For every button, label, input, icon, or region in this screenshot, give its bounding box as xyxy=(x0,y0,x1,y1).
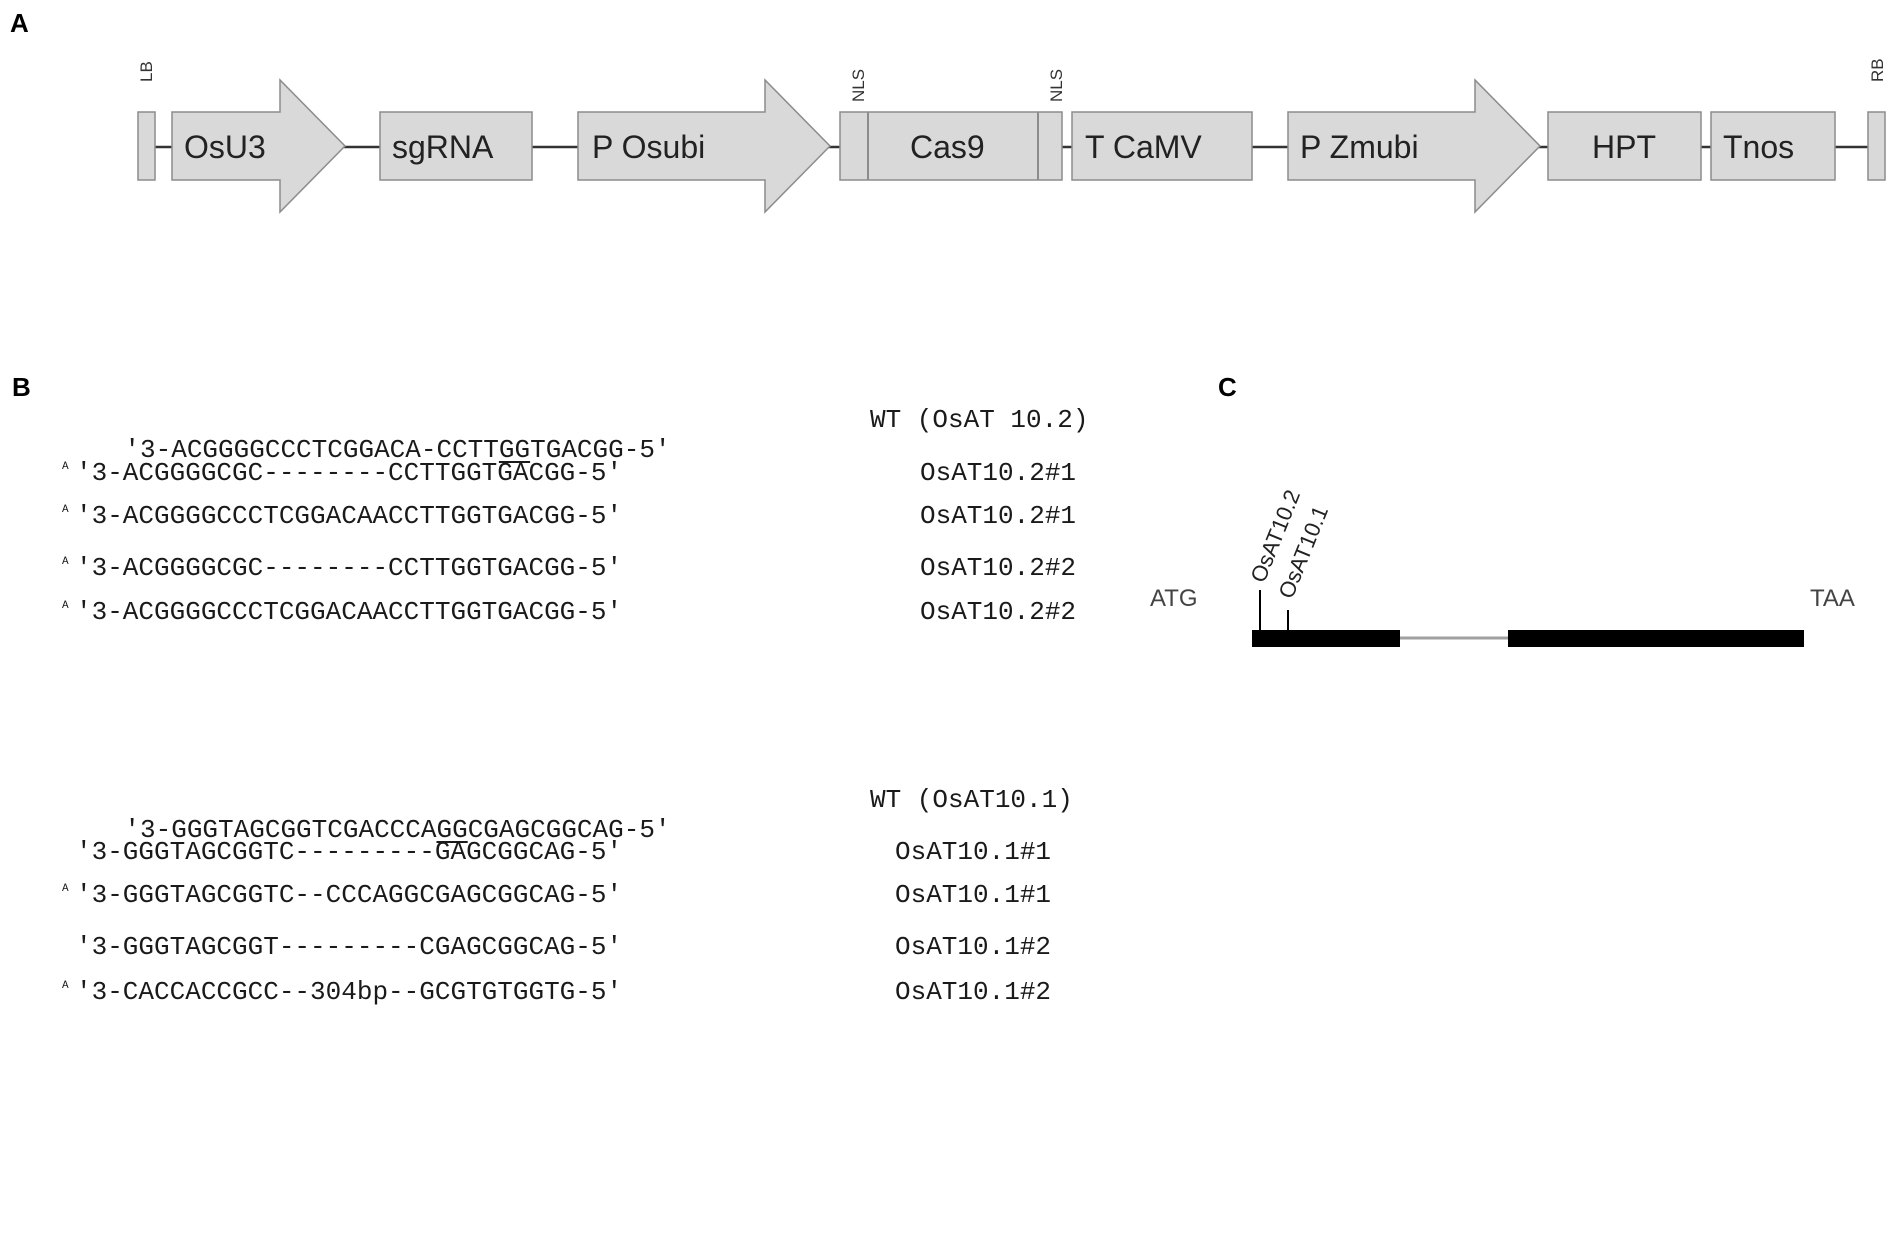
sequence-text: '3-ACGGGGCGC--------CCTTGGTGACGG-5' xyxy=(76,553,623,583)
wt-seq-post: CGAGCGGCAG-5' xyxy=(467,815,671,845)
exon-1 xyxy=(1252,630,1400,647)
sequence-text: '3-GGGTAGCGGTC---------GAGCGGCAG-5' xyxy=(76,837,623,867)
allele-mark: A xyxy=(62,556,69,568)
panel-label-a: A xyxy=(10,8,29,38)
panel-label-c: C xyxy=(1218,372,1237,402)
allele-mark: A xyxy=(62,461,69,473)
wt-sequence-row: '3-ACGGGGCCCTCGGACA-CCTTGGTGACGG-5' xyxy=(62,405,671,495)
lb-border xyxy=(137,111,156,181)
wt-seq-pre: '3-ACGGGGCCCTCGGACA-CCTT xyxy=(124,435,499,465)
sequence-text: '3-GGGTAGCGGT---------CGAGCGGCAG-5' xyxy=(76,932,623,962)
cas9-box xyxy=(839,111,1063,181)
sequence-text: '3-ACGGGGCGC--------CCTTGGTGACGG-5' xyxy=(76,458,623,488)
p-zmubi-label: P Zmubi xyxy=(1300,129,1419,165)
wt-seq-pre: '3-GGGTAGCGGTCGACCCA xyxy=(124,815,437,845)
pam-site: GG xyxy=(436,815,468,845)
sequence-text: '3-ACGGGGCCCTCGGACAACCTTGGTGACGG-5' xyxy=(76,597,623,627)
gene-structure: ATG TAA OsAT10.2 OsAT10.1 xyxy=(1150,486,1855,647)
t-camv-label: T CaMV xyxy=(1085,129,1202,165)
start-codon-label: ATG xyxy=(1150,585,1198,612)
line-label: OsAT10.2#2 xyxy=(920,597,1077,627)
p-osubi-label: P Osubi xyxy=(592,129,705,165)
nls-left-label: NLS xyxy=(849,69,868,102)
allele-mark: A xyxy=(62,883,69,895)
wt-label: WT (OsAT10.1) xyxy=(870,785,1073,815)
tnos-box xyxy=(1710,111,1836,181)
allele-mark: A xyxy=(62,504,69,516)
sequence-row: A '3-GGGTAGCGGTC--CCCAGGCGAGCGGCAG-5' xyxy=(62,880,622,910)
wt-label: WT (OsAT 10.2) xyxy=(870,405,1089,435)
p-zmubi-arrow xyxy=(1287,78,1542,214)
sequence-row: A '3-ACGGGGCGC--------CCTTGGTGACGG-5' xyxy=(62,458,622,488)
panel-label-b: B xyxy=(12,372,31,402)
sgrna-label: sgRNA xyxy=(392,129,494,165)
lb-label: LB xyxy=(137,61,156,82)
sequence-row: A '3-ACGGGGCGC--------CCTTGGTGACGG-5' xyxy=(62,553,622,583)
sequence-row: A '3-ACGGGGCCCTCGGACAACCTTGGTGACGG-5' xyxy=(62,501,622,531)
sgrna-box xyxy=(379,111,533,181)
rb-label: RB xyxy=(1868,58,1887,82)
allele-mark: A xyxy=(62,600,69,612)
line-label: OsAT10.1#1 xyxy=(895,880,1052,910)
line-label: OsAT10.2#2 xyxy=(920,553,1077,583)
cas9-label: Cas9 xyxy=(910,129,985,165)
hpt-box xyxy=(1547,111,1702,181)
nls-right-label: NLS xyxy=(1047,69,1066,102)
sequence-block-osat10-2: '3-ACGGGGCCCTCGGACA-CCTTGGTGACGG-5' WT (… xyxy=(62,405,1202,655)
stop-codon-label: TAA xyxy=(1810,585,1855,612)
sequence-row: '3-GGGTAGCGGTC---------GAGCGGCAG-5' xyxy=(62,837,622,867)
p-osubi-arrow xyxy=(577,78,832,214)
rb-border xyxy=(1867,111,1886,181)
tnos-label: Tnos xyxy=(1723,129,1794,165)
sequence-text: '3-GGGTAGCGGTC--CCCAGGCGAGCGGCAG-5' xyxy=(76,880,623,910)
sequence-block-osat10-1: '3-GGGTAGCGGTCGACCCAGGCGAGCGGCAG-5' WT (… xyxy=(62,785,1202,1035)
pam-site: GG xyxy=(498,435,531,465)
sequence-row: A '3-CACCACCGCC--304bp--GCGTGTGGTG-5' xyxy=(62,977,622,1007)
exon-2 xyxy=(1508,630,1804,647)
line-label: OsAT10.1#1 xyxy=(895,837,1052,867)
wt-sequence-row: '3-GGGTAGCGGTCGACCCAGGCGAGCGGCAG-5' xyxy=(62,785,671,875)
hpt-label: HPT xyxy=(1592,129,1656,165)
line-label: OsAT10.2#1 xyxy=(920,458,1077,488)
t-camv-box xyxy=(1071,111,1253,181)
wt-seq-post: TGACGG-5' xyxy=(530,435,671,465)
osu3-arrow xyxy=(171,78,347,214)
sequence-row: A '3-ACGGGGCCCTCGGACAACCTTGGTGACGG-5' xyxy=(62,597,622,627)
allele-mark: A xyxy=(62,980,69,992)
line-label: OsAT10.1#2 xyxy=(895,932,1052,962)
sequence-text: '3-ACGGGGCCCTCGGACAACCTTGGTGACGG-5' xyxy=(76,501,623,531)
sequence-text: '3-CACCACCGCC--304bp--GCGTGTGGTG-5' xyxy=(76,977,623,1007)
construct-diagram: LB OsU3 sgRNA P Osubi Cas9 NLS NLS T CaM… xyxy=(137,58,1887,214)
line-label: OsAT10.1#2 xyxy=(895,977,1052,1007)
sequence-row: '3-GGGTAGCGGT---------CGAGCGGCAG-5' xyxy=(62,932,622,962)
line-label: OsAT10.2#1 xyxy=(920,501,1077,531)
osu3-label: OsU3 xyxy=(184,129,266,165)
